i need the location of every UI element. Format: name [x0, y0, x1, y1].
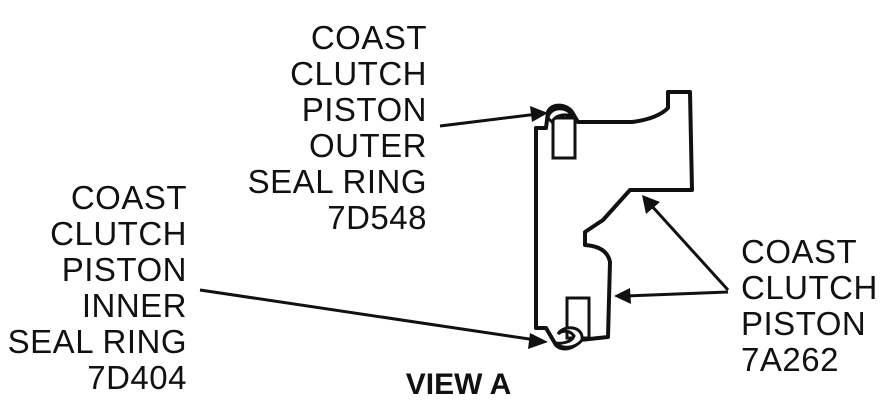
inner-seal-part-number: 7D404	[87, 359, 187, 396]
clutch-piston-label: COAST CLUTCH PISTON 7A262	[741, 234, 878, 378]
piston-leader-line-upper	[648, 202, 730, 292]
piston-leader-line-lower	[625, 290, 729, 298]
outer-seal-ring-label: COAST CLUTCH PISTON OUTER SEAL RING 7D54…	[248, 20, 427, 236]
outer-seal-label-line-5: SEAL RING	[247, 163, 427, 200]
inner-seal-ring-label: COAST CLUTCH PISTON INNER SEAL RING 7D40…	[8, 180, 187, 396]
piston-arrowhead-lower	[614, 288, 631, 304]
outer-seal-arrowhead	[530, 106, 548, 122]
piston-label-line-3: PISTON	[741, 305, 867, 342]
outer-seal-leader-line	[439, 112, 539, 128]
piston-label-line-2: CLUTCH	[741, 269, 878, 306]
outer-seal-groove	[551, 116, 577, 160]
inner-seal-label-line-2: CLUTCH	[50, 215, 187, 252]
piston-arrowhead-upper	[642, 195, 660, 214]
inner-seal-ring	[552, 326, 584, 349]
outer-seal-label-line-2: CLUTCH	[290, 55, 427, 92]
inner-seal-label-line-3: PISTON	[61, 251, 187, 288]
inner-seal-leader-line	[199, 288, 537, 342]
piston-label-line-1: COAST	[741, 233, 858, 270]
piston-part-number: 7A262	[741, 341, 839, 378]
inner-seal-label-line-4: INNER	[81, 287, 187, 324]
outer-seal-part-number: 7D548	[327, 199, 427, 236]
inner-seal-label-line-1: COAST	[70, 179, 187, 216]
inner-seal-arrowhead	[528, 333, 548, 349]
outer-seal-label-line-3: PISTON	[301, 91, 427, 128]
inner-seal-label-line-5: SEAL RING	[7, 323, 187, 360]
outer-seal-label-line-1: COAST	[310, 19, 427, 56]
view-title: VIEW A	[405, 368, 512, 401]
clutch-piston-body	[534, 90, 694, 351]
outer-seal-ring	[546, 107, 575, 125]
outer-seal-label-line-4: OUTER	[309, 127, 427, 164]
